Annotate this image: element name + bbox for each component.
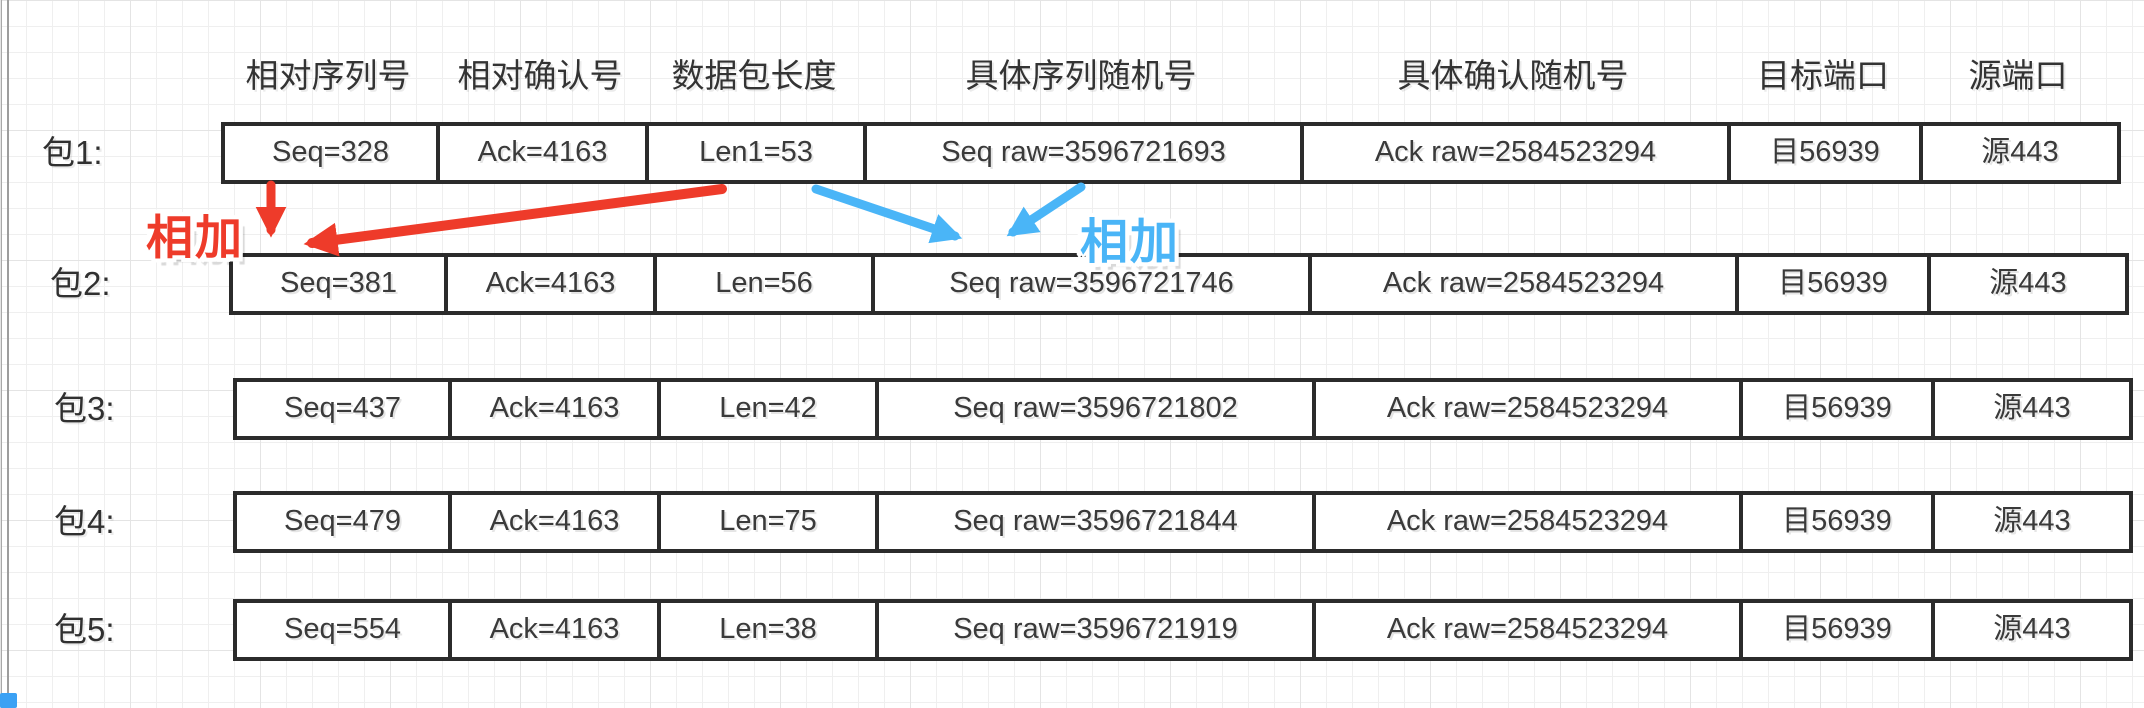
cell-dst-port: 目56939 [1739,599,1935,661]
cell-src-port: 源443 [1931,378,2133,440]
cell-seq-raw: Seq raw=3596721693 [863,122,1304,184]
left-edge-line [1,0,2,708]
blue-len-to-seqraw-arrow [811,184,963,244]
cell-len: Len=38 [657,599,879,661]
cell-seq-raw: Seq raw=3596721746 [871,253,1312,315]
cell-seq-raw: Seq raw=3596721919 [875,599,1316,661]
header-seq-raw: 具体序列随机号 [965,57,1197,94]
cell-rel-seq: Seq=554 [233,599,452,661]
row-label: 包1: [42,134,103,171]
red-add-annotation: 相加 [146,211,244,264]
packet-row-2: 包2: Seq=381 Ack=4163 Len=56 Seq raw=3596… [8,253,2144,315]
cell-rel-seq: Seq=479 [233,491,452,553]
row-label: 包5: [54,611,115,648]
cell-src-port: 源443 [1919,122,2121,184]
row-label: 包3: [54,390,115,427]
cell-src-port: 源443 [1927,253,2129,315]
header-rel-seq: 相对序列号 [245,57,411,94]
header-dst-port: 目标端口 [1757,57,1889,94]
cell-len: Len=42 [657,378,879,440]
cell-rel-seq: Seq=437 [233,378,452,440]
cell-dst-port: 目56939 [1727,122,1923,184]
cell-src-port: 源443 [1931,491,2133,553]
row-label: 包4: [54,503,115,540]
cell-ack-raw: Ack raw=2584523294 [1312,599,1743,661]
cell-len: Len=75 [657,491,879,553]
cell-rel-ack: Ack=4163 [448,491,661,553]
cell-seq-raw: Seq raw=3596721802 [875,378,1316,440]
cell-rel-seq: Seq=328 [221,122,440,184]
cell-len: Len=56 [653,253,875,315]
cell-ack-raw: Ack raw=2584523294 [1300,122,1731,184]
cell-len: Len1=53 [645,122,867,184]
blue-add-annotation: 相加 [1080,216,1181,269]
packet-row-1: 包1: Seq=328 Ack=4163 Len1=53 Seq raw=359… [0,122,2144,184]
cell-dst-port: 目56939 [1739,491,1935,553]
cell-rel-ack: Ack=4163 [448,378,661,440]
cell-rel-ack: Ack=4163 [436,122,649,184]
header-ack-raw: 具体确认随机号 [1397,57,1629,94]
blue-seqraw-down-arrow [1006,182,1086,237]
packet-row-3: 包3: Seq=437 Ack=4163 Len=42 Seq raw=3596… [12,378,2144,440]
row-label: 包2: [50,265,111,302]
header-src-port: 源端口 [1968,57,2068,94]
header-len: 数据包长度 [671,57,837,94]
bottom-left-blue-chip [0,693,17,708]
packet-row-4: 包4: Seq=479 Ack=4163 Len=75 Seq raw=3596… [12,491,2144,553]
cell-ack-raw: Ack raw=2584523294 [1312,491,1743,553]
cell-ack-raw: Ack raw=2584523294 [1308,253,1739,315]
cell-rel-seq: Seq=381 [229,253,448,315]
packet-row-5: 包5: Seq=554 Ack=4163 Len=38 Seq raw=3596… [12,599,2144,661]
red-len-to-seq-arrow [303,184,727,257]
cell-dst-port: 目56939 [1735,253,1931,315]
cell-src-port: 源443 [1931,599,2133,661]
cell-seq-raw: Seq raw=3596721844 [875,491,1316,553]
cell-rel-ack: Ack=4163 [448,599,661,661]
header-rel-ack: 相对确认号 [457,57,623,94]
cell-dst-port: 目56939 [1739,378,1935,440]
cell-rel-ack: Ack=4163 [444,253,657,315]
cell-ack-raw: Ack raw=2584523294 [1312,378,1743,440]
left-edge-line-2 [7,0,9,708]
